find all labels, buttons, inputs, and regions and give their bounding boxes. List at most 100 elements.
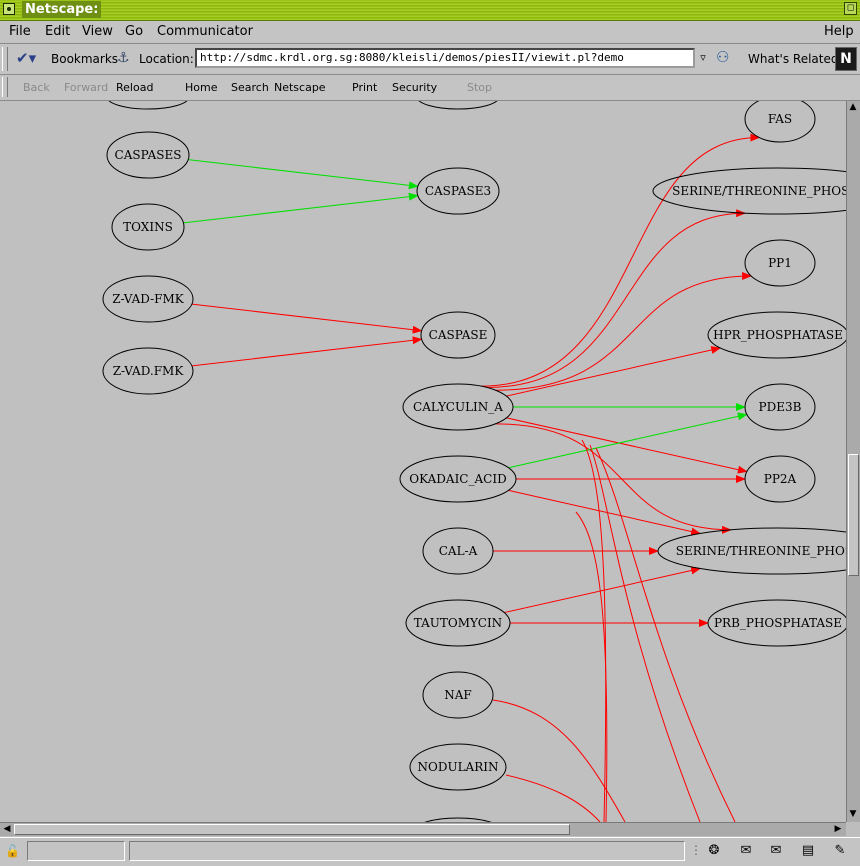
node-ellipse	[102, 275, 194, 323]
graph-node-prb[interactable]: PRB_PHOSPHATASE	[707, 599, 846, 647]
horizontal-scroll-thumb[interactable]	[14, 824, 570, 835]
edge-toxins-to-caspase3	[183, 192, 419, 224]
node-ellipse	[422, 527, 494, 575]
node-ellipse	[744, 101, 816, 143]
whats-related-button[interactable]: What's Related	[748, 52, 839, 66]
node-ellipse	[111, 203, 185, 251]
node-label: CASPASES	[115, 148, 182, 162]
location-label: Location:	[139, 52, 194, 66]
edge-offscreen-3	[575, 511, 608, 822]
scroll-up-icon[interactable]: ▲	[849, 102, 857, 112]
edge-calyculin-to-pp2a	[506, 417, 748, 474]
composer-icon[interactable]: ▤	[801, 843, 815, 858]
graph-node-caspase[interactable]: CASPASE	[420, 311, 496, 359]
node-ellipse	[409, 743, 507, 791]
scroll-left-icon[interactable]: ◀	[3, 824, 11, 834]
location-drag-icon[interactable]: ⚓	[117, 50, 130, 66]
graph-node-zvadfmk2[interactable]: Z-VAD.FMK	[102, 347, 194, 395]
graph-node-pp2a[interactable]: PP2A	[744, 455, 816, 503]
graph-node-toxins[interactable]: TOXINS	[111, 203, 185, 251]
scroll-right-icon[interactable]: ▶	[834, 824, 842, 834]
discussion-icon[interactable]: ✉	[770, 843, 782, 858]
node-label: OKADAIC_ACID	[409, 472, 506, 486]
menu-go[interactable]: Go	[125, 24, 144, 39]
navigator-icon[interactable]: ❂	[708, 843, 720, 858]
node-ellipse	[707, 599, 846, 647]
node-ellipse	[707, 311, 846, 359]
edge-calyculin-to-stp1	[486, 209, 747, 388]
url-input[interactable]: http://sdmc.krdl.org.sg:8080/kleisli/dem…	[195, 48, 695, 68]
toolbar-grip[interactable]	[2, 47, 8, 71]
graph-node-partial_top_mid[interactable]	[417, 101, 499, 110]
navigation-toolbar: Back Forward Reload Home Search Netscape…	[0, 75, 860, 101]
stop-button[interactable]: Stop	[467, 81, 493, 94]
toolbar-grip[interactable]	[2, 77, 8, 97]
graph-node-calyculin[interactable]: CALYCULIN_A	[402, 383, 514, 431]
edge-offscreen-0	[581, 439, 607, 822]
graph-node-pde3b[interactable]: PDE3B	[744, 383, 816, 431]
menu-bar: File Edit View Go Communicator Help	[0, 21, 860, 44]
node-label: NAF	[444, 688, 472, 702]
print-button[interactable]: Print	[352, 81, 378, 94]
graph-node-stp2[interactable]: SERINE/THREONINE_PHOSPHA	[657, 527, 846, 575]
edge-okadaic-to-pde3b	[508, 412, 748, 469]
node-ellipse	[657, 527, 846, 575]
graph-node-partial_bottom[interactable]	[412, 817, 504, 822]
node-label: Z-VAD-FMK	[112, 292, 185, 306]
search-button[interactable]: Search	[231, 81, 269, 94]
menu-communicator[interactable]: Communicator	[157, 24, 253, 39]
node-ellipse	[744, 455, 816, 503]
node-ellipse	[744, 239, 816, 287]
graph-node-fas[interactable]: FAS	[744, 101, 816, 143]
security-button[interactable]: Security	[392, 81, 438, 94]
horizontal-scrollbar[interactable]: ◀ ▶	[0, 822, 846, 836]
progress-pane	[27, 841, 125, 861]
graph-node-naf[interactable]: NAF	[422, 671, 494, 719]
menu-file[interactable]: File	[9, 24, 31, 39]
node-ellipse	[744, 383, 816, 431]
back-button[interactable]: Back	[23, 81, 50, 94]
bookmarks-button[interactable]: Bookmarks	[51, 52, 119, 66]
graph-node-nodularin[interactable]: NODULARIN	[409, 743, 507, 791]
window-menu-icon[interactable]	[3, 3, 15, 15]
vertical-scroll-thumb[interactable]	[848, 454, 859, 576]
mail-icon[interactable]: ✉	[740, 843, 752, 858]
node-ellipse	[402, 383, 514, 431]
node-ellipse	[424, 817, 492, 822]
graph-node-caspases[interactable]: CASPASES	[106, 131, 190, 179]
maximize-icon[interactable]: ◻	[844, 2, 857, 15]
url-dropdown-icon[interactable]: ▿	[700, 51, 706, 64]
forward-button[interactable]: Forward	[64, 81, 109, 94]
graph-node-partial_top_left[interactable]	[107, 101, 189, 110]
graph-node-tautomycin[interactable]: TAUTOMYCIN	[405, 599, 511, 647]
graph-node-stp1[interactable]: SERINE/THREONINE_PHOSPHAT	[652, 167, 846, 215]
graph-node-okadaic[interactable]: OKADAIC_ACID	[399, 455, 517, 503]
netscape-logo-icon[interactable]: N	[835, 47, 857, 71]
vertical-scrollbar[interactable]: ▲ ▼	[846, 101, 860, 822]
graph-node-zvadfmk[interactable]: Z-VAD-FMK	[102, 275, 194, 323]
graph-node-pp1[interactable]: PP1	[744, 239, 816, 287]
edge-offscreen-4	[492, 699, 626, 822]
edge-tautomycin-to-stp2	[504, 566, 702, 614]
node-ellipse	[422, 671, 494, 719]
status-message-pane	[129, 841, 685, 861]
menu-edit[interactable]: Edit	[45, 24, 71, 39]
menu-view[interactable]: View	[82, 24, 113, 39]
reload-button[interactable]: Reload	[116, 81, 154, 94]
bookmarks-icon[interactable]: ✔▾	[16, 49, 37, 67]
graph-node-caspase3[interactable]: CASPASE3	[416, 167, 500, 215]
status-grip: ⋮	[690, 843, 702, 857]
graph-node-hpr[interactable]: HPR_PHOSPHATASE	[707, 311, 846, 359]
menu-help[interactable]: Help	[824, 24, 854, 39]
home-button[interactable]: Home	[185, 81, 218, 94]
edit-icon[interactable]: ✎	[834, 843, 846, 858]
node-label: PP1	[768, 256, 792, 270]
graph-node-cala[interactable]: CAL-A	[422, 527, 494, 575]
node-label: SERINE/THREONINE_PHOSPHAT	[672, 184, 846, 198]
netscape-button[interactable]: Netscape	[274, 81, 326, 94]
whats-related-icon[interactable]: ⚇	[716, 48, 730, 66]
scroll-down-icon[interactable]: ▼	[849, 809, 857, 819]
security-lock-icon[interactable]: 🔓	[5, 844, 20, 858]
edge-calyculin-to-stp2	[495, 423, 732, 534]
